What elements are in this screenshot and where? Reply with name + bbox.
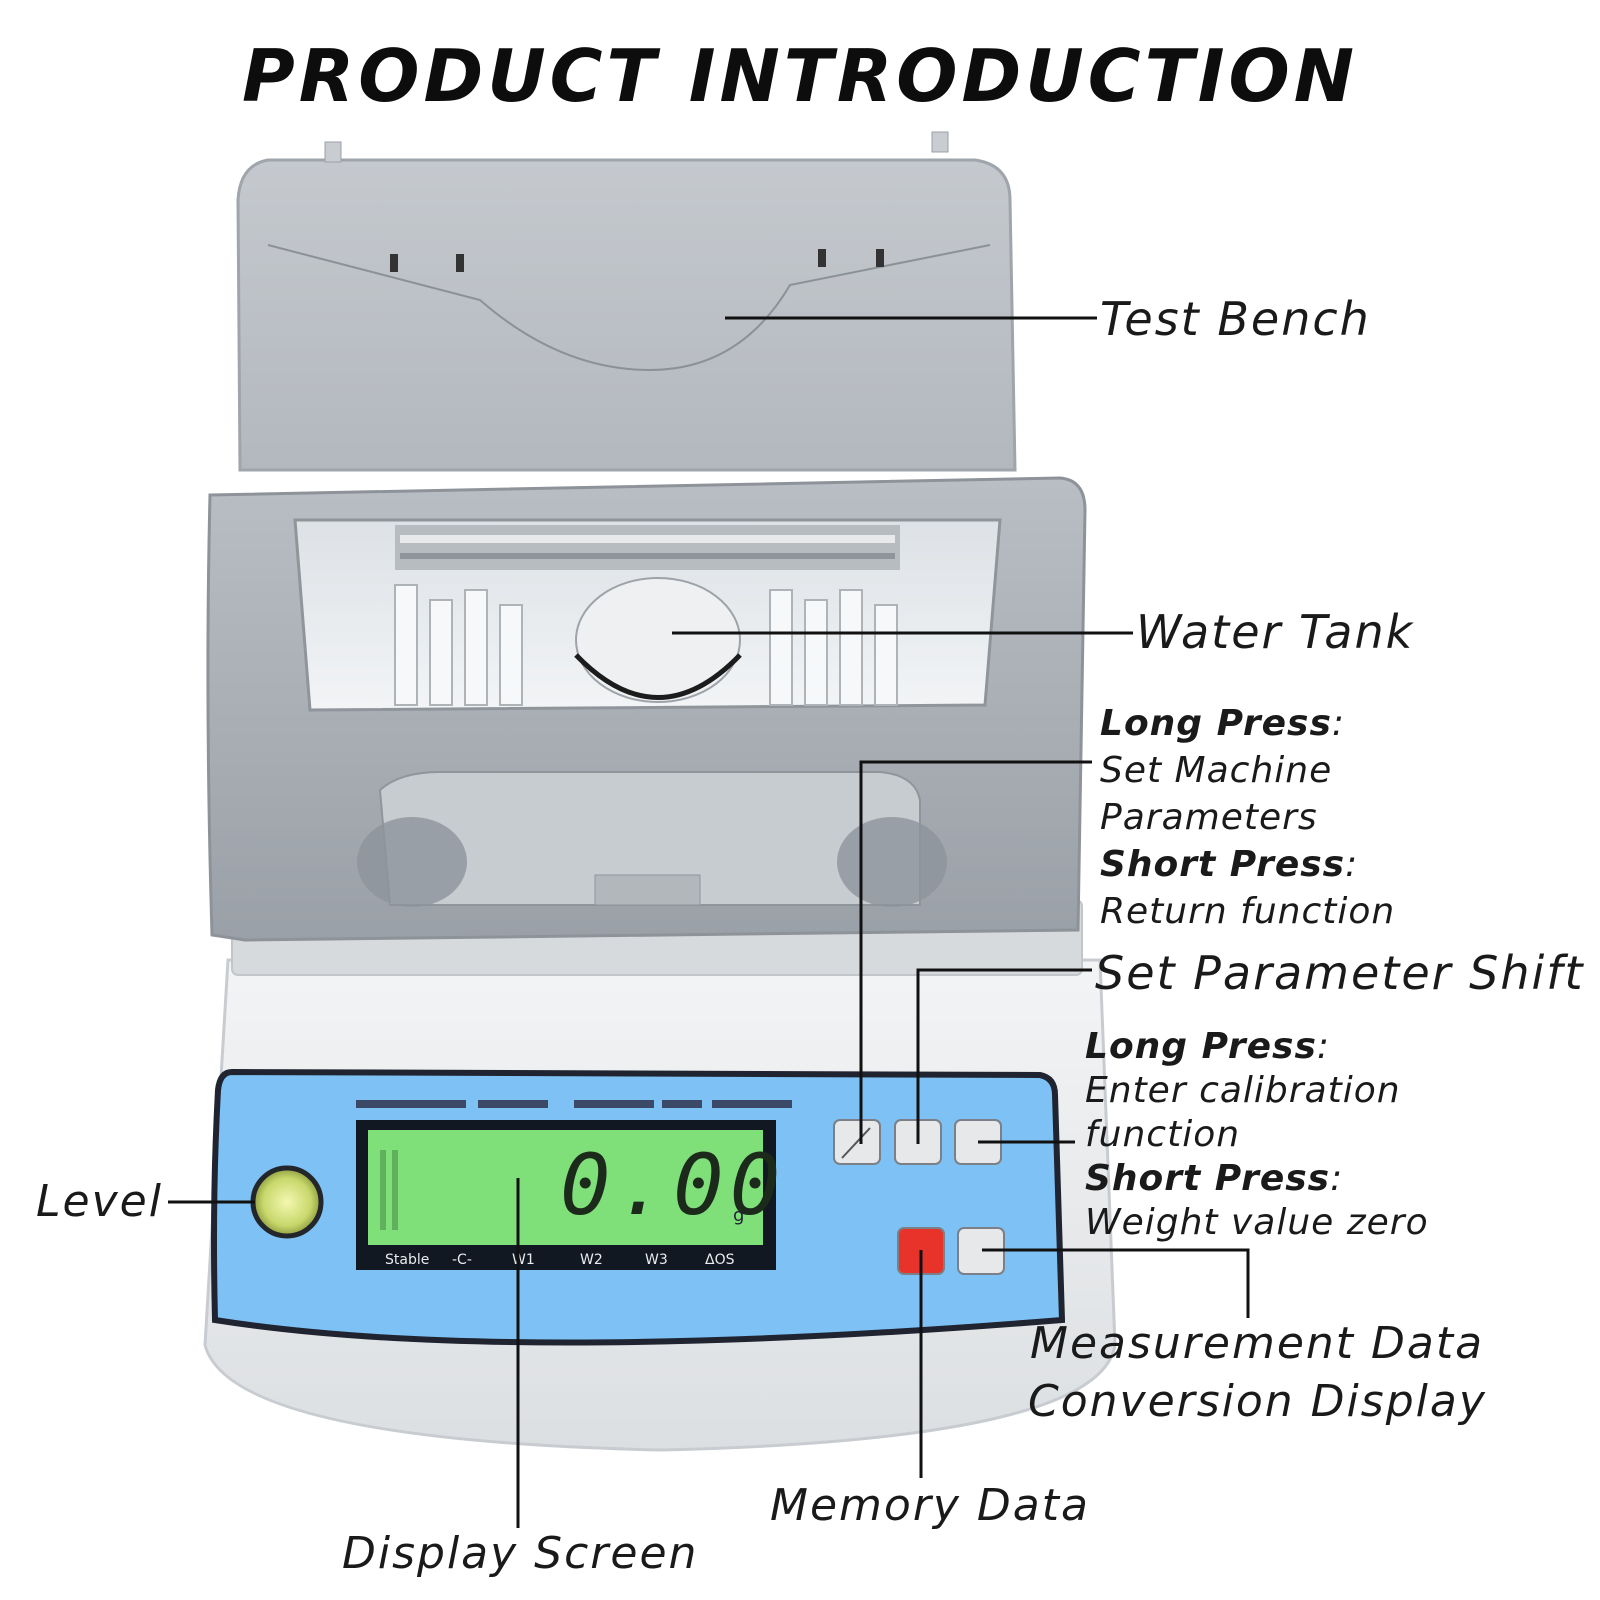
label-conversion-display: Conversion Display: [1028, 1376, 1487, 1427]
label-set-parameter-shift: Set Parameter Shift: [1095, 946, 1585, 1000]
label-test-bench: Test Bench: [1100, 292, 1371, 346]
note-return-key: Long Press: Set Machine Parameters Short…: [1100, 700, 1395, 935]
svg-text:W3: W3: [645, 1252, 668, 1268]
page-title: PRODUCT INTRODUCTION: [242, 34, 1358, 118]
display-reading: 0.00: [560, 1136, 787, 1234]
label-level: Level: [36, 1176, 163, 1227]
label-display-screen: Display Screen: [342, 1528, 699, 1579]
display-unit: g: [733, 1205, 745, 1226]
svg-text:Stable: Stable: [385, 1252, 429, 1268]
svg-text:ΔOS: ΔOS: [705, 1252, 735, 1268]
long-press-text-2: Parameters: [1100, 797, 1318, 838]
short-press-text: Return function: [1100, 891, 1396, 932]
long-press-text-1: Enter calibration: [1085, 1070, 1401, 1111]
svg-text:W1: W1: [512, 1252, 535, 1268]
short-press-label: Short Press: [1100, 844, 1346, 885]
label-water-tank: Water Tank: [1136, 605, 1415, 659]
svg-text:W2: W2: [580, 1252, 603, 1268]
long-press-label: Long Press: [1100, 703, 1332, 744]
label-measurement-data: Measurement Data: [1030, 1318, 1485, 1369]
short-press-text: Weight value zero: [1085, 1202, 1429, 1243]
long-press-text-2: function: [1085, 1114, 1241, 1155]
long-press-label: Long Press: [1085, 1026, 1317, 1067]
label-memory-data: Memory Data: [770, 1480, 1090, 1531]
long-press-text-1: Set Machine: [1100, 750, 1333, 791]
note-zero-key: Long Press: Enter calibration function S…: [1085, 1026, 1429, 1243]
svg-text:-C-: -C-: [452, 1252, 472, 1268]
level-bubble: [250, 1165, 324, 1239]
test-bench: [236, 158, 1017, 472]
short-press-label: Short Press: [1085, 1158, 1331, 1199]
